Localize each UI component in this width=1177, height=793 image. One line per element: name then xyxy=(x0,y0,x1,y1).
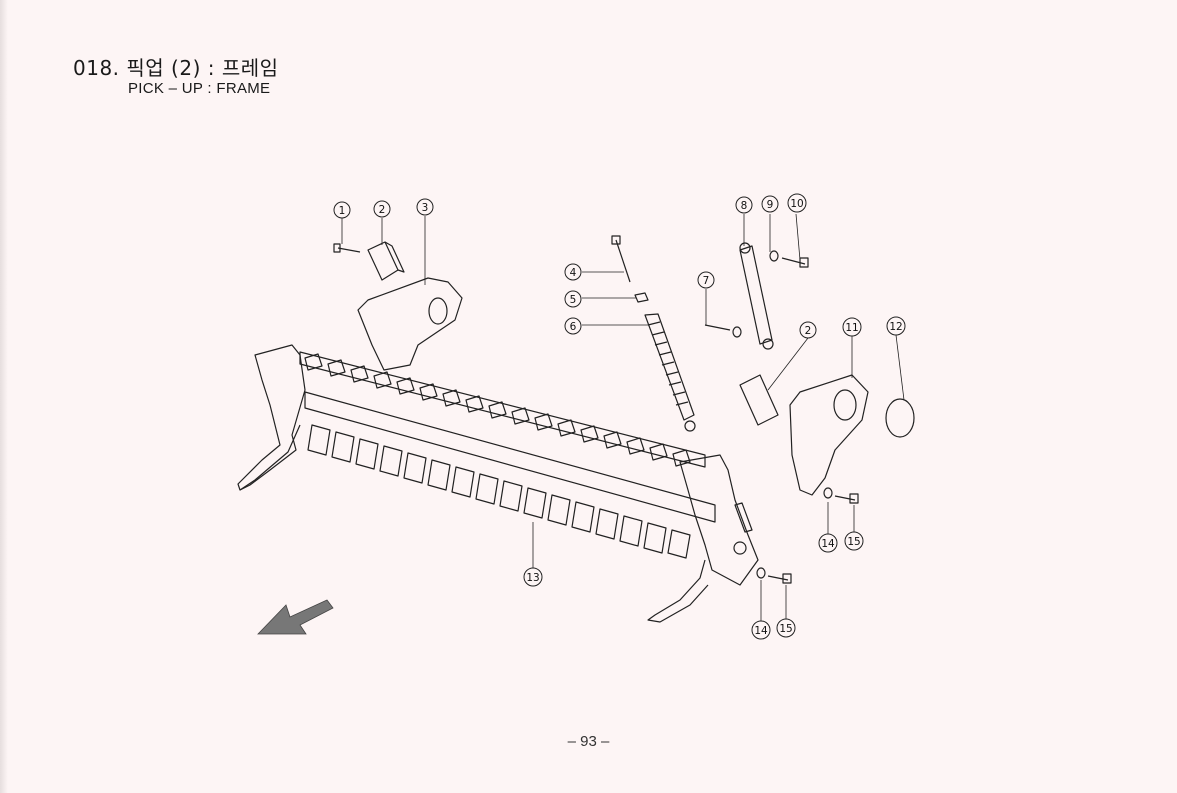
svg-text:4: 4 xyxy=(570,267,577,279)
callout-5: 5 xyxy=(564,290,582,308)
page-edge-shadow xyxy=(0,0,8,793)
gas-strut xyxy=(739,242,774,350)
svg-text:7: 7 xyxy=(703,275,710,287)
bolt-15-lower xyxy=(767,575,789,581)
callout-15-upper: 15 xyxy=(844,531,864,551)
bolt-15-upper xyxy=(834,495,856,501)
svg-text:1: 1 xyxy=(339,205,346,217)
main-frame-beam xyxy=(304,391,716,523)
svg-text:2: 2 xyxy=(379,204,386,216)
right-bracket xyxy=(789,374,869,496)
callout-2: 2 xyxy=(373,200,391,218)
washer-9 xyxy=(769,250,779,262)
svg-text:15: 15 xyxy=(847,536,860,548)
rear-tine-row xyxy=(299,351,706,468)
svg-text:14: 14 xyxy=(754,625,768,637)
callout-4: 4 xyxy=(564,263,582,281)
callout-9: 9 xyxy=(761,195,779,213)
left-tine-strip xyxy=(239,424,301,491)
tension-spring xyxy=(644,313,696,432)
long-bolt xyxy=(615,239,631,283)
left-bracket xyxy=(357,277,463,371)
callout-3: 3 xyxy=(416,198,434,216)
svg-text:12: 12 xyxy=(889,321,902,333)
svg-text:5: 5 xyxy=(570,294,577,306)
page-title-english: PICK – UP : FRAME xyxy=(128,80,271,97)
svg-text:11: 11 xyxy=(845,322,858,334)
bolt-10 xyxy=(781,257,806,265)
washer-14-upper xyxy=(823,487,833,499)
callout-2-right: 2 xyxy=(799,321,817,339)
right-side-plate xyxy=(679,454,759,586)
right-plate-slot xyxy=(734,502,753,533)
svg-text:9: 9 xyxy=(767,199,774,211)
right-tine-strip xyxy=(647,559,709,623)
left-bushing xyxy=(367,241,399,281)
callout-8: 8 xyxy=(735,196,753,214)
callout-6: 6 xyxy=(564,317,582,335)
svg-text:14: 14 xyxy=(821,538,835,550)
svg-text:10: 10 xyxy=(790,198,803,210)
front-tine-row xyxy=(307,424,691,559)
title-block: 018. 픽업 (2) : 프레임 PICK – UP : FRAME xyxy=(73,56,279,97)
callout-12: 12 xyxy=(886,316,906,336)
callout-1: 1 xyxy=(333,201,351,219)
direction-arrow xyxy=(257,599,334,635)
washer-14-lower xyxy=(756,567,766,579)
left-side-plate xyxy=(237,344,306,491)
callout-10: 10 xyxy=(787,193,807,213)
svg-text:6: 6 xyxy=(570,321,577,333)
callout-14-upper: 14 xyxy=(818,533,838,553)
callout-7: 7 xyxy=(697,271,715,289)
bolt-1 xyxy=(337,247,361,253)
svg-text:2: 2 xyxy=(805,325,812,337)
page-number: – 93 – xyxy=(567,733,610,750)
page-title-korean: 018. 픽업 (2) : 프레임 xyxy=(73,56,279,80)
callout-14-lower: 14 xyxy=(751,620,771,640)
callout-11: 11 xyxy=(842,317,862,337)
svg-text:3: 3 xyxy=(422,202,429,214)
circlip xyxy=(885,398,915,438)
svg-text:15: 15 xyxy=(779,623,792,635)
callout-15-lower: 15 xyxy=(776,618,796,638)
svg-text:8: 8 xyxy=(741,200,748,212)
right-bushing xyxy=(739,374,779,426)
svg-text:13: 13 xyxy=(526,572,539,584)
bolt-7 xyxy=(704,324,731,331)
callout-13: 13 xyxy=(523,567,543,587)
nut xyxy=(634,292,649,303)
